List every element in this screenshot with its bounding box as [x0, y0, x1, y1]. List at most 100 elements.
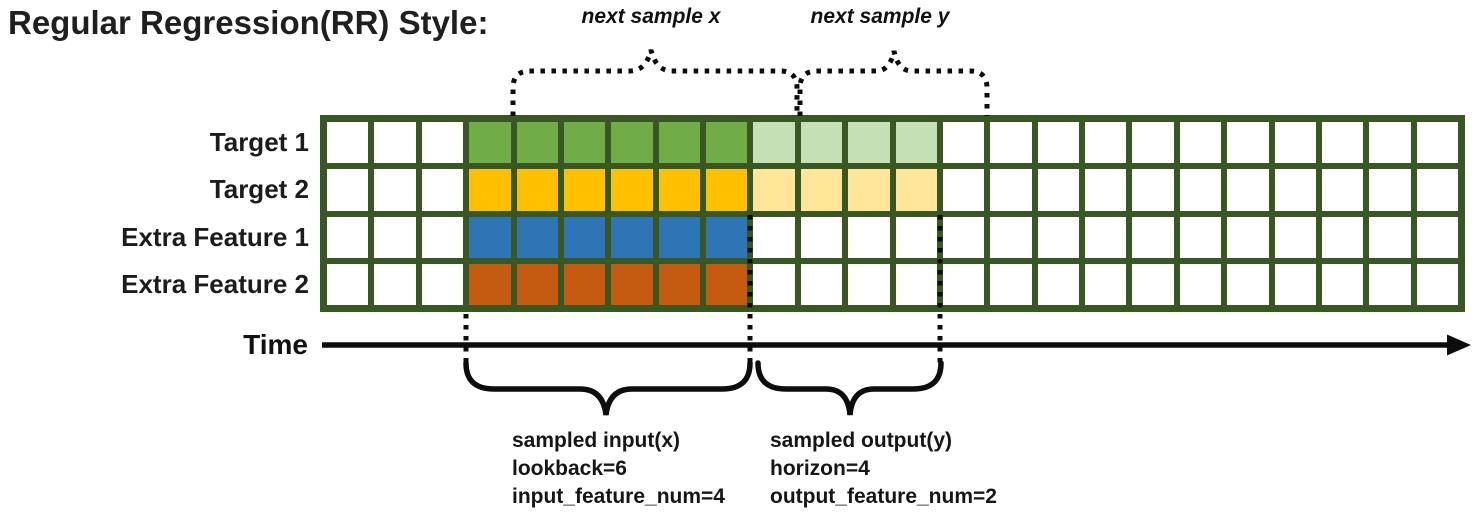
sample-grid	[320, 115, 1465, 312]
grid-cell	[1085, 263, 1127, 305]
grid-cell	[611, 263, 653, 305]
grid-cell	[563, 263, 606, 305]
grid-cell	[1369, 169, 1411, 211]
grid-cell	[942, 169, 985, 211]
grid-cell	[942, 122, 985, 164]
grid-cell	[848, 216, 890, 258]
grid-cell	[421, 263, 464, 305]
grid-cell	[1274, 122, 1316, 164]
output-annotation-line: horizon=4	[770, 457, 870, 480]
grid-cell	[421, 216, 464, 258]
time-axis-label: Time	[243, 329, 308, 360]
grid-cell	[1179, 169, 1222, 211]
grid-cell	[516, 122, 558, 164]
grid-cell	[800, 216, 843, 258]
next-sample-x-brace-icon	[510, 49, 800, 116]
grid-cell	[421, 169, 464, 211]
grid-cell	[374, 122, 416, 164]
grid-cell	[706, 216, 748, 258]
grid-cell	[327, 122, 369, 164]
output-annotation-line: output_feature_num=2	[770, 485, 997, 508]
input-annotation-line: input_feature_num=4	[512, 485, 725, 508]
grid-cell	[611, 122, 653, 164]
grid-cell	[848, 122, 890, 164]
grid-cell	[1321, 122, 1364, 164]
grid-cell	[895, 169, 937, 211]
grid-cell	[942, 263, 985, 305]
grid-cell	[990, 216, 1032, 258]
grid-cell	[990, 263, 1032, 305]
grid-cell	[563, 216, 606, 258]
grid-cell	[895, 122, 937, 164]
grid-cell	[1321, 216, 1364, 258]
grid-cell	[1416, 263, 1458, 305]
grid-cell	[563, 122, 606, 164]
grid-cell	[469, 263, 511, 305]
row-label-extra-feature-2: Extra Feature 2	[121, 269, 309, 299]
sampled-input-brace-icon	[463, 360, 753, 416]
grid-cell	[374, 169, 416, 211]
grid-cell	[753, 122, 795, 164]
grid-cell	[1321, 169, 1364, 211]
grid-cell	[1227, 263, 1269, 305]
grid-cell	[658, 122, 700, 164]
grid-cell	[1037, 216, 1079, 258]
grid-cell	[1274, 216, 1316, 258]
grid-cell	[1132, 169, 1174, 211]
grid-cell	[706, 169, 748, 211]
sampled-output-brace-icon	[755, 360, 944, 416]
grid-cell	[327, 169, 369, 211]
grid-cell	[990, 169, 1032, 211]
row-label-target-1: Target 1	[209, 127, 309, 157]
next-sample-x-label: next sample x	[581, 5, 721, 28]
grid-cell	[800, 263, 843, 305]
grid-cell	[658, 216, 700, 258]
grid-cell	[1037, 122, 1079, 164]
grid-cell	[1085, 216, 1127, 258]
grid-cell	[1132, 122, 1174, 164]
grid-cell	[327, 216, 369, 258]
grid-cell	[374, 216, 416, 258]
next-sample-y-label: next sample y	[810, 5, 950, 28]
input-annotation-line: sampled input(x)	[512, 429, 681, 452]
grid-cell	[516, 216, 558, 258]
grid-cell	[469, 216, 511, 258]
grid-cell	[1227, 169, 1269, 211]
grid-cell	[706, 263, 748, 305]
grid-cell	[516, 169, 558, 211]
grid-cell	[327, 263, 369, 305]
grid-cell	[1085, 122, 1127, 164]
grid-cell	[753, 216, 795, 258]
page-title: Regular Regression(RR) Style:	[8, 4, 489, 41]
grid-cell	[1132, 216, 1174, 258]
grid-cell	[1037, 263, 1079, 305]
time-axis-arrowhead-icon	[1447, 334, 1471, 356]
grid-cell	[1179, 122, 1222, 164]
grid-cell	[563, 169, 606, 211]
grid-cell	[895, 216, 937, 258]
grid-cell	[1227, 216, 1269, 258]
grid-cell	[848, 263, 890, 305]
grid-cell	[1321, 263, 1364, 305]
row-label-extra-feature-1: Extra Feature 1	[121, 222, 309, 252]
grid-cell	[658, 263, 700, 305]
grid-cell	[1227, 122, 1269, 164]
grid-cell	[1274, 263, 1316, 305]
grid-cell	[611, 216, 653, 258]
grid-cell	[421, 122, 464, 164]
grid-cell	[1369, 122, 1411, 164]
grid-cell	[516, 263, 558, 305]
next-sample-y-brace-icon	[797, 50, 990, 116]
grid-cell	[706, 122, 748, 164]
grid-cell	[1416, 169, 1458, 211]
grid-cell	[753, 263, 795, 305]
input-annotation: sampled input(x) lookback=6 input_featur…	[512, 427, 725, 511]
grid-cell	[800, 122, 843, 164]
grid-cell	[800, 169, 843, 211]
grid-cell	[990, 122, 1032, 164]
grid-cell	[1179, 216, 1222, 258]
output-annotation-line: sampled output(y)	[770, 429, 952, 452]
grid-cell	[1179, 263, 1222, 305]
grid-cell	[1416, 122, 1458, 164]
